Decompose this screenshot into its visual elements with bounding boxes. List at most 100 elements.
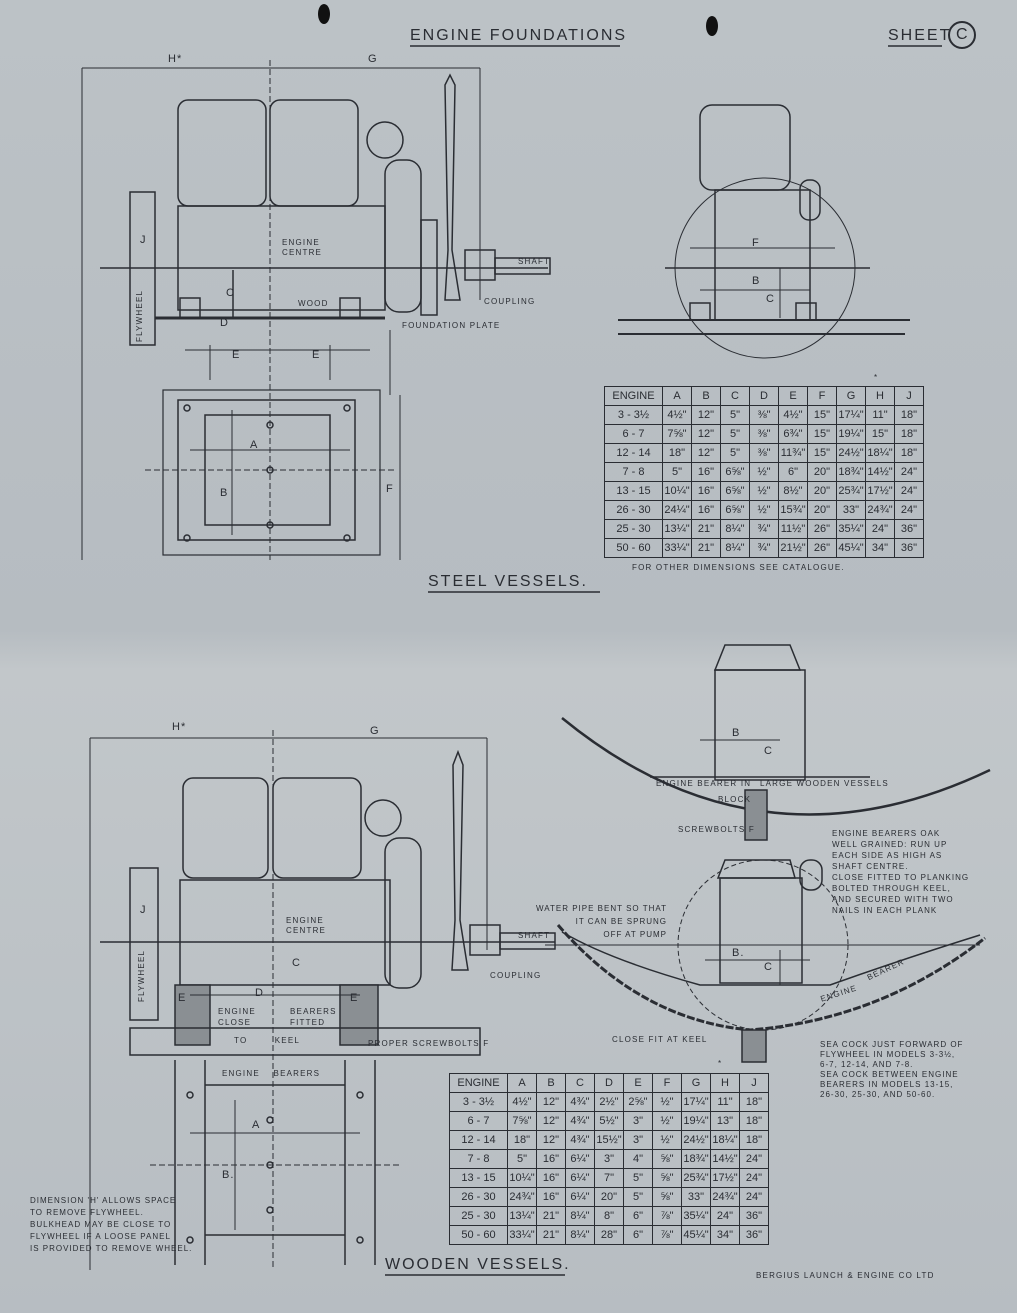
punch-hole xyxy=(318,4,330,24)
dim-b: B. xyxy=(222,1169,235,1181)
dim-c: C xyxy=(226,287,235,299)
table-cell: 18" xyxy=(894,443,924,463)
table-header-cell: F xyxy=(652,1073,682,1093)
table-cell: ⅝" xyxy=(652,1168,682,1188)
table-cell: 24½" xyxy=(836,443,866,463)
table-cell: 25 - 30 xyxy=(604,519,663,539)
table-cell: 36" xyxy=(894,538,924,558)
table-cell: ⅝" xyxy=(652,1149,682,1169)
table-cell: 50 - 60 xyxy=(604,538,663,558)
engine-bearers-label: ENGINE BEARERS xyxy=(222,1069,321,1078)
dim-g: G xyxy=(368,53,378,65)
table-cell: 26" xyxy=(807,519,837,539)
table-cell: 3" xyxy=(623,1130,653,1150)
table-cell: 7⅝" xyxy=(662,424,692,444)
wood-label: WOOD xyxy=(298,299,329,308)
table-cell: 2⅝" xyxy=(623,1092,653,1112)
table-cell: 12" xyxy=(536,1130,566,1150)
table-header-cell: B xyxy=(536,1073,566,1093)
table-cell: 45¼" xyxy=(836,538,866,558)
table-cell: 20" xyxy=(807,481,837,501)
sea-cock-note: SEA COCK JUST FORWARD OF FLYWHEEL IN MOD… xyxy=(820,1040,964,1099)
table-cell: 16" xyxy=(691,500,721,520)
table-header-cell: ENGINE xyxy=(604,386,663,406)
table-cell: 24" xyxy=(739,1149,769,1169)
table-cell: 11¾" xyxy=(778,443,808,463)
table-cell: 4½" xyxy=(662,405,692,425)
sheet-id: C xyxy=(956,26,968,43)
table-cell: 6 - 7 xyxy=(604,424,663,444)
dim-h: H* xyxy=(168,53,183,65)
wooden-vessels-heading: WOODEN VESSELS. xyxy=(385,1256,571,1273)
table-cell: 12" xyxy=(536,1111,566,1131)
h-footnote-mark: * xyxy=(874,373,879,382)
table-cell: 33¼" xyxy=(662,538,692,558)
maker-label: BERGIUS LAUNCH & ENGINE CO LTD xyxy=(756,1271,935,1280)
table-cell: 15" xyxy=(807,424,837,444)
table-cell: ½" xyxy=(652,1111,682,1131)
table-cell: 18" xyxy=(739,1092,769,1112)
wooden-large-vessel-section xyxy=(561,644,991,841)
table-header-cell: G xyxy=(836,386,866,406)
table-cell: 24" xyxy=(739,1187,769,1207)
table-cell: 16" xyxy=(691,462,721,482)
engine-bearer-in-label: ENGINE BEARER IN xyxy=(656,779,752,788)
punch-hole xyxy=(706,16,718,36)
table-cell: 13¼" xyxy=(507,1206,537,1226)
table-cell: 50 - 60 xyxy=(449,1225,508,1245)
table-cell: 25¾" xyxy=(681,1168,711,1188)
steel-side-elevation xyxy=(81,60,551,560)
small-section-dim-b: B. xyxy=(732,947,745,959)
table-cell: 26" xyxy=(807,538,837,558)
table-cell: 6⅝" xyxy=(720,462,750,482)
dimension-h-note: DIMENSION 'H' ALLOWS SPACE TO REMOVE FLY… xyxy=(30,1196,193,1253)
page-title: ENGINE FOUNDATIONS xyxy=(410,27,628,44)
table-cell: 6" xyxy=(623,1206,653,1226)
table-header-cell: H xyxy=(710,1073,740,1093)
table-cell: 26 - 30 xyxy=(604,500,663,520)
table-cell: 21" xyxy=(691,519,721,539)
table-cell: 15" xyxy=(865,424,895,444)
table-cell: 12" xyxy=(691,405,721,425)
table-cell: 5" xyxy=(623,1187,653,1207)
table-cell: 21" xyxy=(536,1206,566,1226)
table-cell: 10¼" xyxy=(662,481,692,501)
section-dim-b: B xyxy=(732,727,741,739)
table-header-cell: C xyxy=(720,386,750,406)
table-cell: 7⅝" xyxy=(507,1111,537,1131)
table-header-cell: C xyxy=(565,1073,595,1093)
wooden-side-elevation xyxy=(89,730,556,1270)
to-keel-label: TO KEEL xyxy=(234,1036,301,1045)
engine-centre-label: ENGINE CENTRE xyxy=(282,238,323,257)
table-cell: 45¼" xyxy=(681,1225,711,1245)
table-cell: 6¾" xyxy=(778,424,808,444)
proper-screwbolts-label: PROPER SCREWBOLTS F xyxy=(368,1039,490,1048)
table-cell: 14½" xyxy=(710,1149,740,1169)
engine-bearers-note: ENGINE BEARERS OAK WELL GRAINED: RUN UP … xyxy=(832,829,970,915)
table-cell: 13" xyxy=(710,1111,740,1131)
table-cell: 19¼" xyxy=(681,1111,711,1131)
table-cell: 8¼" xyxy=(565,1206,595,1226)
table-cell: ⅜" xyxy=(749,424,779,444)
table-cell: 5" xyxy=(507,1149,537,1169)
section-dim-c: C xyxy=(764,745,773,757)
table-cell: 6¼" xyxy=(565,1187,595,1207)
table-cell: 36" xyxy=(739,1225,769,1245)
table-cell: 28" xyxy=(594,1225,624,1245)
table-header-cell: J xyxy=(739,1073,769,1093)
wooden-small-vessel-section xyxy=(545,859,986,1063)
table-header-cell: E xyxy=(623,1073,653,1093)
table-cell: ½" xyxy=(652,1130,682,1150)
table-cell: 18" xyxy=(739,1130,769,1150)
